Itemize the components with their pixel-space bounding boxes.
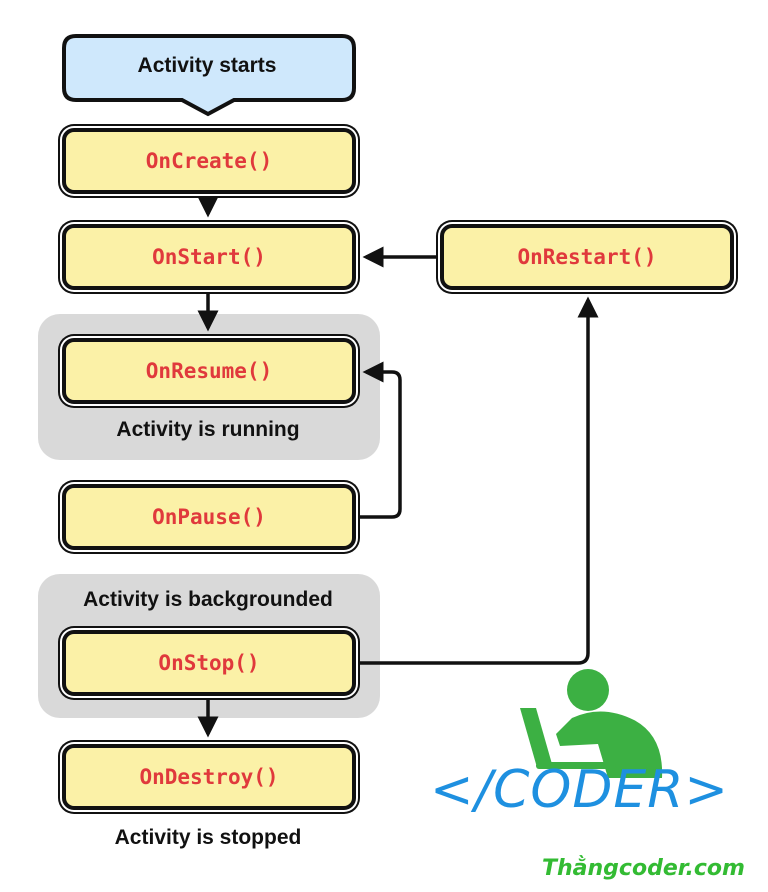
on-create-label: OnCreate() (146, 149, 272, 173)
site-name-text: Thằngcoder.com (542, 856, 745, 881)
on-resume-node: OnResume() (62, 338, 356, 404)
on-stop-node: OnStop() (62, 630, 356, 696)
coder-logo-text: </CODER> (430, 760, 729, 820)
on-resume-label: OnResume() (146, 359, 272, 383)
activity-starts-label: Activity starts (62, 34, 352, 98)
on-stop-label: OnStop() (158, 651, 259, 675)
on-start-node: OnStart() (62, 224, 356, 290)
on-restart-node: OnRestart() (440, 224, 734, 290)
activity-stopped-label: Activity is stopped (60, 826, 356, 850)
on-pause-label: OnPause() (152, 505, 266, 529)
on-pause-node: OnPause() (62, 484, 356, 550)
on-restart-label: OnRestart() (517, 245, 656, 269)
on-destroy-node: OnDestroy() (62, 744, 356, 810)
on-start-label: OnStart() (152, 245, 266, 269)
arrow-pause-to-resume (358, 372, 400, 517)
activity-starts-callout: Activity starts (62, 34, 356, 118)
arrow-stop-to-restart (358, 300, 588, 663)
on-destroy-label: OnDestroy() (139, 765, 278, 789)
on-create-node: OnCreate() (62, 128, 356, 194)
